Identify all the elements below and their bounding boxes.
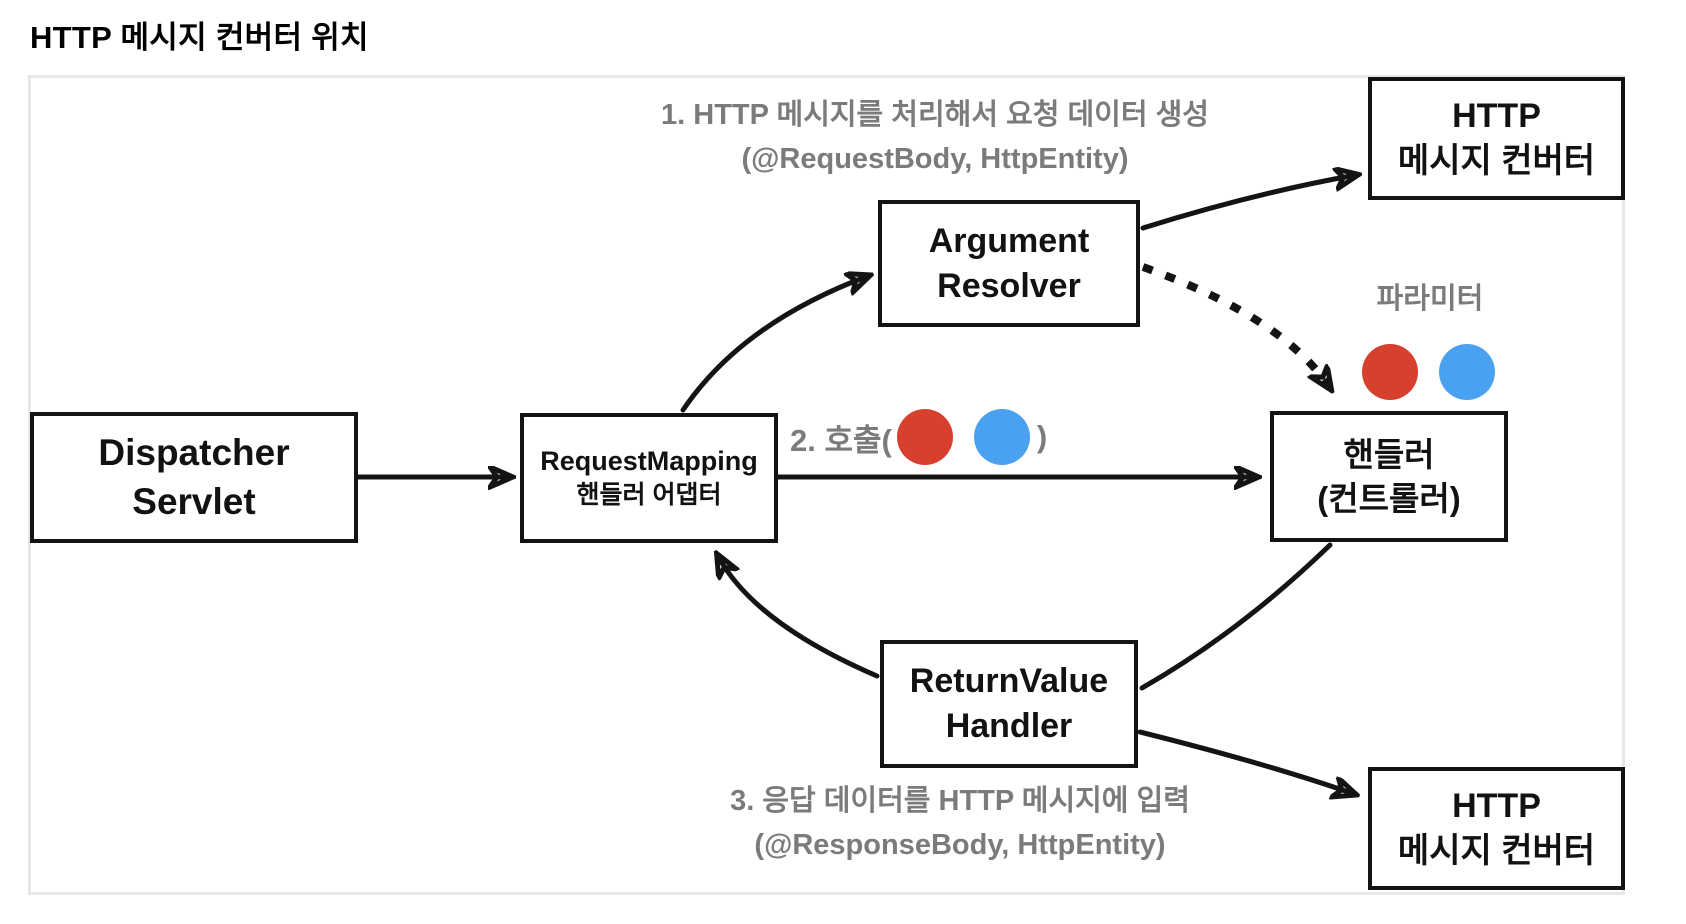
annotation-parameter: 파라미터 [1376,283,1484,315]
box-http-message-converter-top: HTTP 메시지 컨버터 [1368,77,1625,200]
annotation-step3: 3. 응답 데이터를 HTTP 메시지에 입력 (@ResponseBody, … [650,780,1270,867]
red-parameter-dot-icon [896,409,953,465]
blue-parameter-dot-icon [1439,344,1495,400]
box-label: Dispatcher [98,431,290,473]
annotation-step3-line1: 3. 응답 데이터를 HTTP 메시지에 입력 [730,785,1190,817]
annotation-step2-call: 2. 호출( ) [790,407,1047,467]
annotation-step1-line2: (@RequestBody, HttpEntity) [741,142,1129,175]
box-http-message-converter-bottom: HTTP 메시지 컨버터 [1368,767,1625,890]
box-label: HTTP [1452,786,1541,825]
box-argument-resolver: Argument Resolver [878,200,1140,327]
box-label: 메시지 컨버터 [1397,831,1596,870]
box-label: RequestMapping [540,445,758,476]
red-parameter-dot-icon [1362,344,1418,400]
annotation-step1-line1: 1. HTTP 메시지를 처리해서 요청 데이터 생성 [661,99,1209,131]
annotation-step2-prefix: 2. 호출( [790,422,892,458]
blue-parameter-dot-icon [973,409,1030,465]
annotation-step1: 1. HTTP 메시지를 처리해서 요청 데이터 생성 (@RequestBod… [620,94,1250,181]
box-label: ReturnValue [909,662,1109,701]
box-label: 핸들러 [1343,435,1435,473]
annotation-step2-suffix: ) [1036,419,1048,454]
box-label: Argument [928,221,1090,260]
box-label: (컨트롤러) [1317,479,1461,517]
box-label: Resolver [937,266,1081,305]
box-label: Handler [945,707,1073,745]
box-label: HTTP [1452,96,1541,135]
box-return-value-handler: ReturnValue Handler [880,640,1138,768]
annotation-step3-line2: (@ResponseBody, HttpEntity) [754,828,1166,861]
box-request-mapping-handler-adapter: RequestMapping 핸들러 어댑터 [520,413,778,543]
box-handler-controller: 핸들러 (컨트롤러) [1270,411,1508,542]
box-label: 메시지 컨버터 [1397,141,1596,180]
page-title: HTTP 메시지 컨버터 위치 [30,20,369,55]
box-dispatcher-servlet: Dispatcher Servlet [30,412,358,543]
box-label: 핸들러 어댑터 [576,481,722,510]
box-label: Servlet [132,480,256,522]
